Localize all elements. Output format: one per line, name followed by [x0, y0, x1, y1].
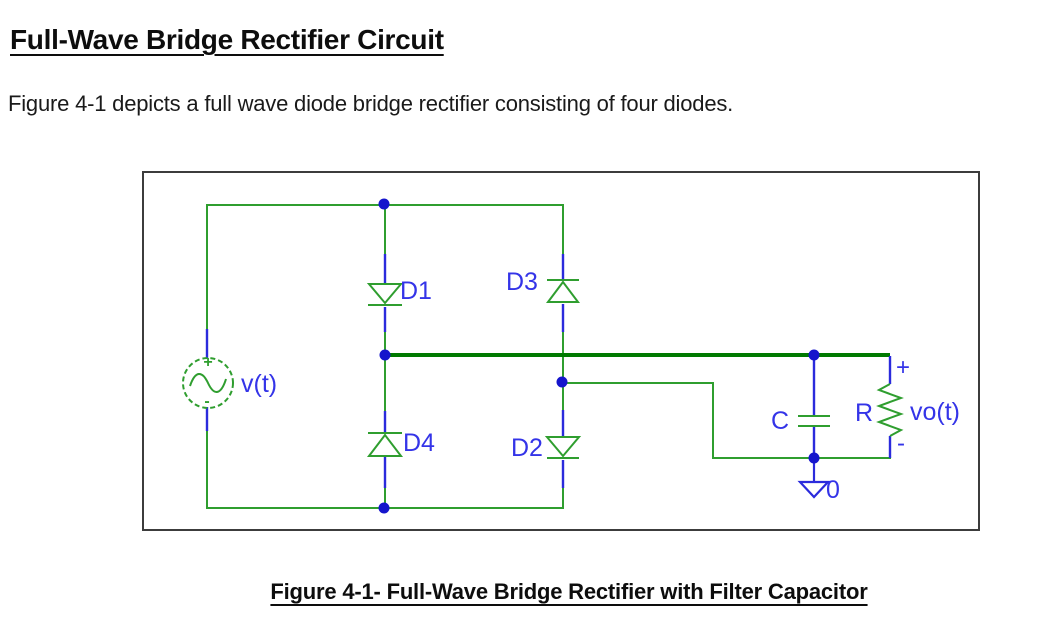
output-minus-label: - [897, 430, 905, 457]
junction-dot-cap-top [808, 349, 820, 361]
source-plus-mark: + [203, 354, 212, 371]
ground-label: 0 [826, 476, 840, 504]
ground-symbol [797, 458, 831, 499]
ac-source-circle [182, 357, 234, 409]
figure-frame: + - v(t) D1 D3 D4 [142, 171, 980, 531]
diode-d4-triangle-icon [366, 433, 404, 457]
capacitor-label: C [771, 407, 789, 435]
component-leads [205, 254, 892, 488]
circuit-schematic: + - v(t) D1 D3 D4 [182, 198, 960, 514]
ac-source-symbol: + - [182, 354, 234, 410]
negative-return-wire [563, 382, 815, 459]
diode-d1-symbol [366, 283, 404, 306]
diode-d2-symbol [544, 436, 582, 459]
diode-d3-symbol [546, 279, 580, 303]
junction-dot-cap-bottom [808, 452, 820, 464]
source-minus-mark: - [204, 393, 209, 410]
junction-dot-bottom [378, 502, 390, 514]
junction-dot-positive-left [379, 349, 391, 361]
resistor-symbol [876, 383, 904, 437]
diode-d2-triangle-icon [544, 436, 582, 458]
diode-d4-label: D4 [403, 429, 435, 457]
output-voltage-label: vo(t) [910, 398, 960, 426]
diode-d1-label: D1 [400, 277, 432, 305]
intro-paragraph: Figure 4-1 depicts a full wave diode bri… [8, 91, 734, 116]
page-title: Full-Wave Bridge Rectifier Circuit [10, 24, 444, 55]
diode-d1-triangle-icon [366, 283, 404, 305]
junction-dot-top [378, 198, 390, 210]
diode-d4-symbol [366, 432, 404, 457]
sine-wave-icon [189, 373, 227, 393]
source-label: v(t) [241, 370, 277, 398]
diode-d3-triangle-icon [546, 280, 580, 303]
resistor-label: R [855, 399, 873, 427]
figure-caption: Figure 4-1- Full-Wave Bridge Rectifier w… [270, 579, 868, 604]
junction-dots [378, 198, 820, 514]
capacitor-symbol [798, 415, 830, 427]
diode-d3-label: D3 [506, 268, 538, 296]
diode-d2-label: D2 [511, 434, 543, 462]
output-plus-label: + [896, 354, 910, 381]
junction-dot-negative [556, 376, 568, 388]
ground-triangle-icon [797, 480, 831, 499]
